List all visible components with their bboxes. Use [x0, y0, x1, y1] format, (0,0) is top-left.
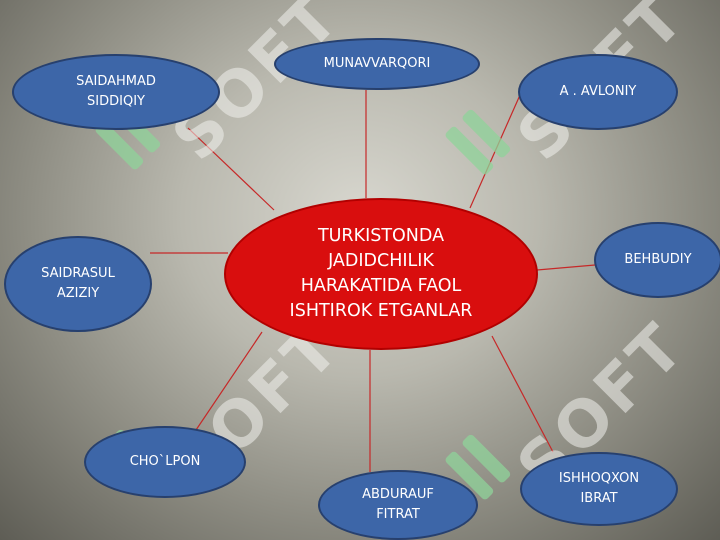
center-topic: TURKISTONDA JADIDCHILIK HARAKATIDA FAOL … — [224, 198, 538, 350]
watermark-logo-icon — [445, 434, 511, 500]
node-cholpon: CHO`LPON — [84, 426, 246, 498]
watermark-logo-icon — [445, 109, 511, 175]
node-saidahmad-siddiqiy: SAIDAHMAD SIDDIQIY — [12, 54, 220, 130]
connector-ishhoqxon-ibrat — [491, 335, 554, 453]
connector-saidahmad-siddiqiy — [187, 127, 275, 211]
connector-behbudiy — [536, 264, 596, 271]
node-avloniy: A . AVLONIY — [518, 54, 678, 130]
node-saidrasul-aziziy: SAIDRASUL AZIZIY — [4, 236, 152, 332]
node-abdurauf-fitrat: ABDURAUF FITRAT — [318, 470, 478, 540]
connector-cholpon — [195, 331, 263, 431]
node-munavvarqori: MUNAVVARQORI — [274, 38, 480, 90]
node-behbudiy: BEHBUDIY — [594, 222, 720, 298]
node-ishhoqxon-ibrat: ISHHOQXON IBRAT — [520, 452, 678, 526]
